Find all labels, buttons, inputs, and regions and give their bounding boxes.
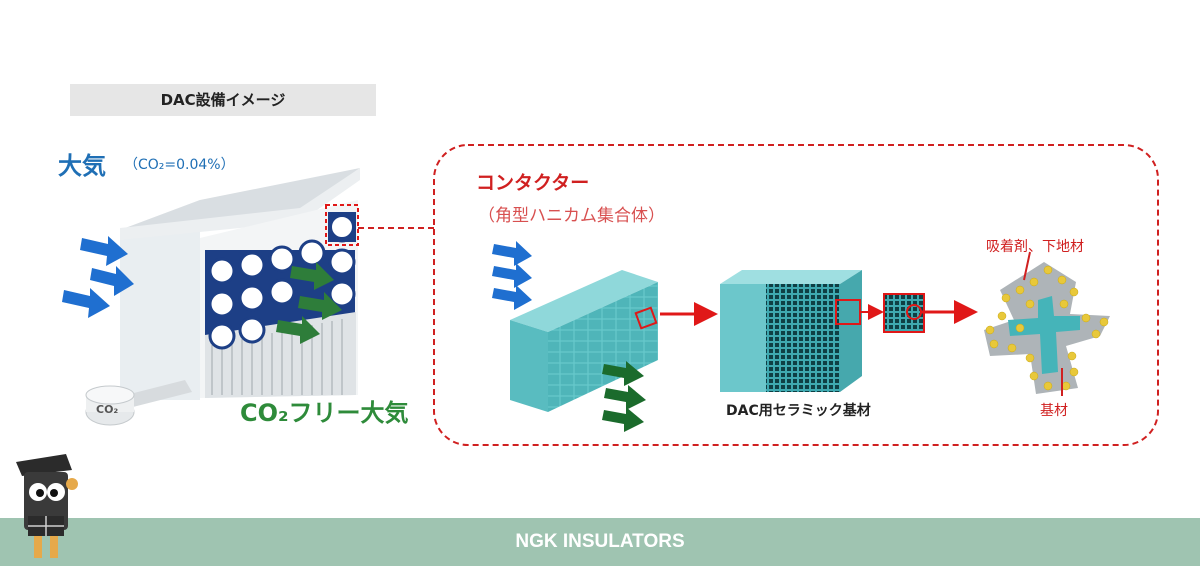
- honeycomb-assembly: [510, 270, 658, 412]
- contactor-frame: [433, 144, 1159, 446]
- arrow-icon: [276, 262, 342, 344]
- title-background: [70, 84, 376, 116]
- contactor-title: コンタクター: [476, 172, 590, 194]
- arrow-icon: [62, 236, 134, 318]
- ceramic-substrate: [720, 270, 862, 392]
- tank-label: CO₂: [96, 403, 119, 416]
- atmosphere-co2-label: （CO₂=0.04%）: [124, 157, 235, 173]
- atmosphere-label: 大気: [58, 152, 106, 180]
- mascot-icon: [16, 454, 78, 558]
- adsorbent-label: 吸着剤、下地材: [986, 239, 1084, 255]
- arrow-icon: [492, 241, 532, 310]
- ceramic-substrate-label: DAC用セラミック基材: [726, 403, 871, 419]
- tank-icon: [85, 380, 192, 426]
- substrate-cross-section: [984, 251, 1110, 396]
- page-title: DAC設備イメージ: [160, 91, 286, 109]
- footer-brand: NGK INSULATORS: [515, 531, 685, 552]
- contactor-subtitle: （角型ハニカム集合体）: [478, 206, 665, 226]
- arrow-icon: [602, 361, 646, 432]
- co2-free-label: CO₂フリー大気: [240, 399, 409, 427]
- substrate-label: 基材: [1040, 403, 1068, 419]
- footer-bar: [0, 518, 1200, 566]
